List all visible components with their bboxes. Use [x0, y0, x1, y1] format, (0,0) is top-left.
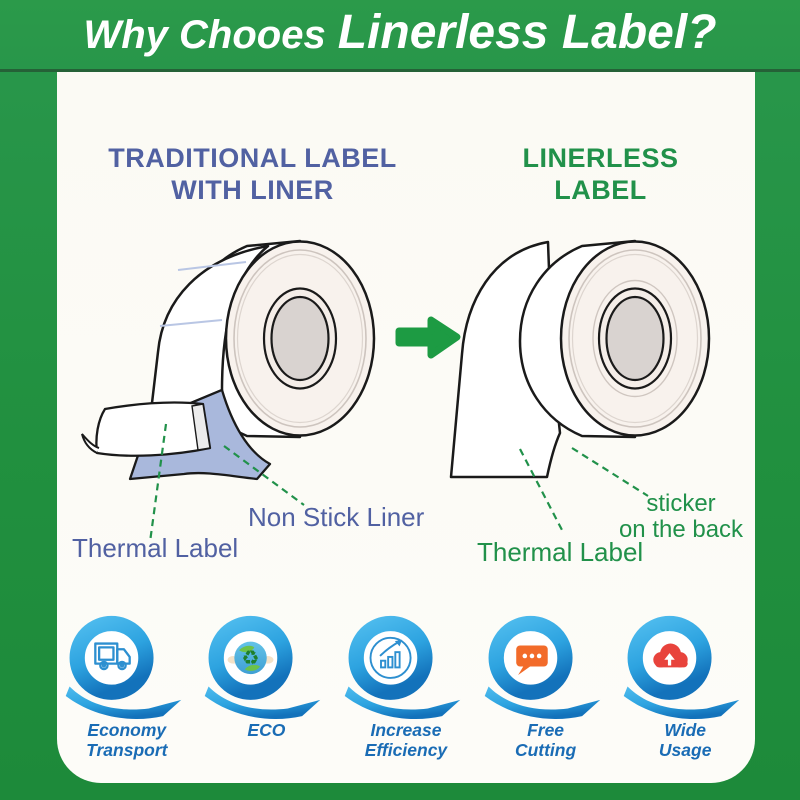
feature-increase-efficiency: Increase Efficiency	[336, 612, 476, 782]
feature-wide-usage: Wide Usage	[615, 612, 755, 782]
feature-row: Economy Transport ♻ ECO	[57, 612, 755, 782]
q-badge	[484, 615, 600, 719]
caption-non-stick-liner: Non Stick Liner	[248, 502, 425, 532]
poster-title-prefix: Why Chooes	[83, 13, 326, 57]
feature-label: Increase Efficiency	[364, 720, 448, 760]
growth-chart-icon	[369, 636, 412, 679]
svg-text:♻: ♻	[242, 646, 260, 670]
feature-free-cutting: Free Cutting	[476, 612, 616, 782]
traditional-label-title: TRADITIONAL LABEL WITH LINER	[108, 143, 397, 205]
q-badge	[65, 615, 182, 719]
q-badge: ♻	[205, 615, 321, 719]
caption-thermal-label-right: Thermal Label	[477, 537, 644, 567]
cloud-upload-icon	[653, 643, 688, 668]
truck-icon	[93, 642, 131, 671]
feature-label: ECO	[247, 720, 286, 740]
poster-title: Why Chooes Linerless Label?	[0, 0, 800, 70]
feature-eco: ♻ ECO	[197, 612, 337, 782]
feature-label: Wide Usage	[658, 720, 712, 760]
feature-label: Free Cutting	[514, 720, 577, 760]
header-divider	[0, 69, 800, 72]
caption-thermal-label-left: Thermal Label	[72, 533, 239, 563]
caption-sticker-on-back: sticker on the back	[618, 490, 744, 544]
chat-bubble-icon	[515, 645, 548, 676]
eco-earth-icon: ♻	[228, 641, 274, 675]
linerless-label-title: LINERLESS LABEL	[522, 143, 679, 205]
poster-title-emphasis: Linerless Label?	[337, 6, 717, 59]
q-badge	[344, 615, 461, 719]
feature-label: Economy Transport	[86, 720, 168, 760]
feature-economy-transport: Economy Transport	[57, 612, 197, 782]
q-badge	[623, 615, 740, 719]
